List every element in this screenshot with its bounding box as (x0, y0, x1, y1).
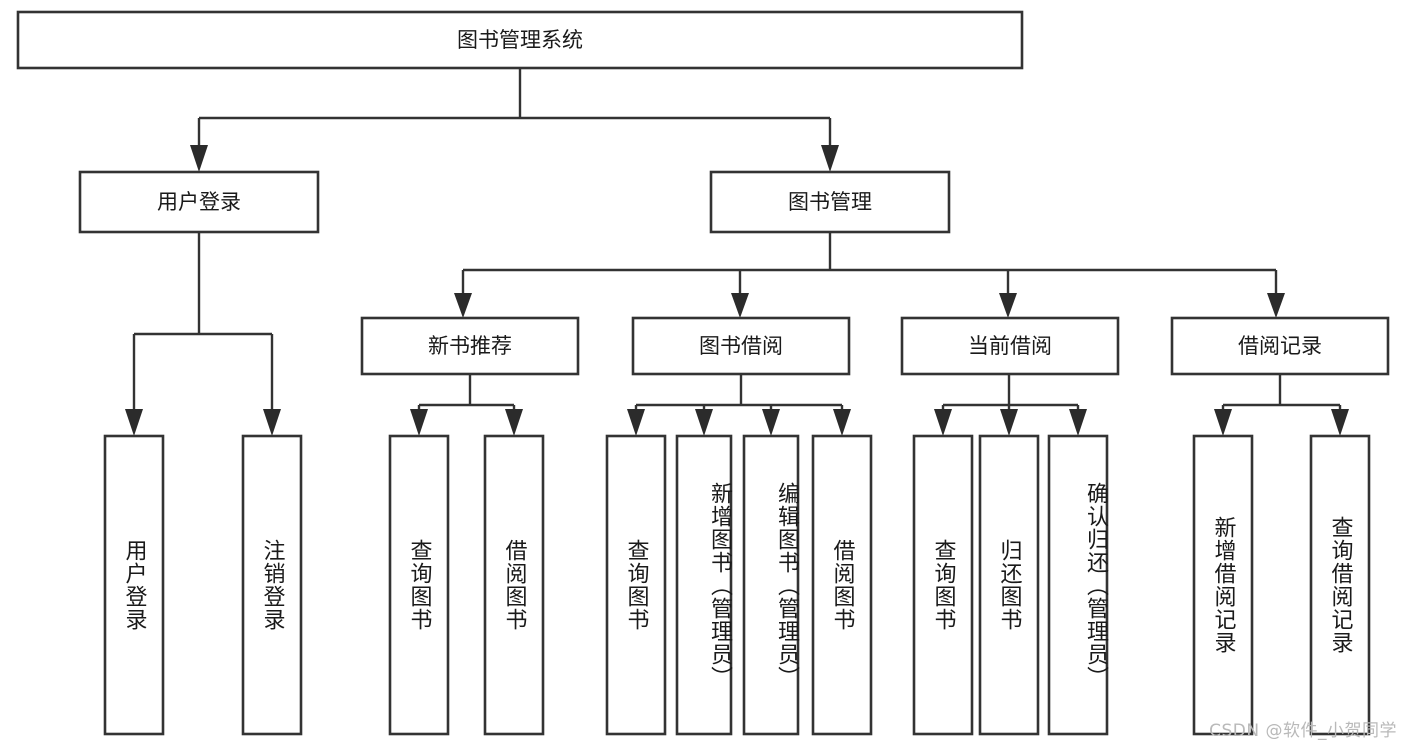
arrow-head-new-book-rec (454, 293, 472, 318)
node-root[interactable] (16, 10, 1024, 70)
arrow-head-leaf-8 (833, 409, 851, 436)
node-user-login[interactable] (78, 170, 320, 234)
arrow-head-leaf-1 (125, 409, 143, 436)
arrow-head-book-mgmt (821, 145, 839, 172)
arrow-head-leaf-3 (410, 409, 428, 436)
node-leaf-2[interactable] (241, 434, 303, 736)
arrow-head-book-borrow (731, 293, 749, 318)
node-leaf-3[interactable] (388, 434, 450, 736)
node-book-borrow-label: 图书借阅 (699, 334, 783, 358)
node-user-login-label: 用户登录 (157, 190, 241, 214)
arrow-head-leaf-12 (1214, 409, 1232, 436)
arrow-head-leaf-2 (263, 409, 281, 436)
arrow-head-leaf-7 (762, 409, 780, 436)
node-leaf-10[interactable] (978, 434, 1040, 736)
arrow-head-leaf-5 (627, 409, 645, 436)
node-leaf-4[interactable] (483, 434, 545, 736)
node-new-book-rec-label: 新书推荐 (428, 334, 512, 358)
node-leaf-8[interactable] (811, 434, 873, 736)
node-leaf-11[interactable] (1047, 434, 1109, 736)
arrow-head-leaf-11 (1069, 409, 1087, 436)
node-leaf-13[interactable] (1309, 434, 1371, 736)
arrow-head-user-login (190, 145, 208, 172)
node-borrow-record[interactable] (1170, 316, 1390, 376)
node-book-borrow[interactable] (631, 316, 851, 376)
arrow-head-current-borrow (999, 293, 1017, 318)
node-current-borrow-label: 当前借阅 (968, 334, 1052, 358)
node-new-book-rec[interactable] (360, 316, 580, 376)
arrow-head-borrow-record (1267, 293, 1285, 318)
connector-layer (125, 68, 1349, 436)
node-leaf-9[interactable] (912, 434, 974, 736)
node-book-mgmt[interactable] (709, 170, 951, 234)
arrow-head-leaf-6 (695, 409, 713, 436)
node-leaf-7[interactable] (742, 434, 800, 736)
arrow-head-leaf-13 (1331, 409, 1349, 436)
node-leaf-1[interactable] (103, 434, 165, 736)
watermark-text: CSDN @软件_小贺同学 (1209, 721, 1397, 741)
node-root-label: 图书管理系统 (457, 28, 583, 52)
node-book-mgmt-label: 图书管理 (788, 190, 872, 214)
arrow-head-leaf-4 (505, 409, 523, 436)
arrow-head-leaf-9 (934, 409, 952, 436)
node-layer (16, 10, 1390, 736)
node-leaf-12[interactable] (1192, 434, 1254, 736)
arrow-head-leaf-10 (1000, 409, 1018, 436)
label-layer-horizontal: 图书管理系统 用户登录 图书管理 新书推荐 图书借阅 当前借阅 借阅记录 (157, 28, 1322, 358)
node-current-borrow[interactable] (900, 316, 1120, 376)
node-leaf-6[interactable] (675, 434, 733, 736)
node-borrow-record-label: 借阅记录 (1238, 334, 1322, 358)
node-leaf-5[interactable] (605, 434, 667, 736)
